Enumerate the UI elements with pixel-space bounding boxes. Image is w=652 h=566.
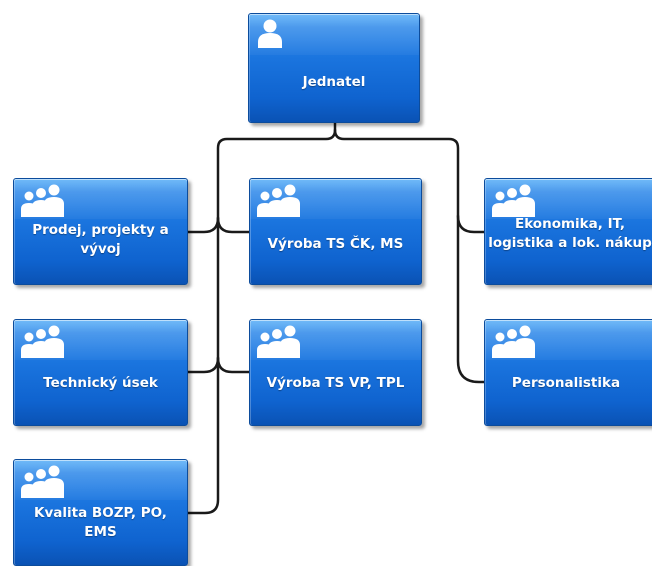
node-vyroba-ts-vp-tpl[interactable]: Výroba TS VP, TPL — [249, 319, 422, 426]
node-label: Prodej, projekty a vývoj — [32, 222, 169, 257]
node-label: Výroba TS ČK, MS — [267, 236, 404, 252]
group-icon — [20, 464, 66, 502]
node-label: Kvalita BOZP, PO, EMS — [34, 505, 167, 540]
node-kvalita-bozp-po-ems[interactable]: Kvalita BOZP, PO, EMS — [13, 459, 188, 566]
group-icon — [491, 324, 537, 362]
connector-right-trunk — [333, 128, 486, 384]
node-label: Technický úsek — [43, 375, 158, 391]
node-prodej-projekty-vyvoj[interactable]: Prodej, projekty a vývoj — [13, 178, 188, 285]
node-jednatel[interactable]: Jednatel — [248, 13, 420, 123]
node-label: Jednatel — [302, 74, 366, 90]
node-vyroba-ts-ck-ms[interactable]: Výroba TS ČK, MS — [249, 178, 422, 285]
group-icon — [20, 183, 66, 221]
group-icon — [20, 324, 66, 362]
person-icon — [255, 18, 285, 52]
connector-to-technicky — [186, 356, 220, 374]
group-icon — [256, 183, 302, 221]
connector-to-vyroba-ck — [216, 216, 251, 234]
connector-to-vyroba-vp — [216, 356, 251, 374]
node-ekonomika-it-logistika[interactable]: Ekonomika, IT, logistika a lok. nákup — [484, 178, 652, 285]
group-icon — [491, 183, 537, 221]
node-personalistika[interactable]: Personalistika — [484, 319, 652, 426]
node-technicky-usek[interactable]: Technický úsek — [13, 319, 188, 426]
connector-to-ekonomika — [456, 214, 486, 234]
group-icon — [256, 324, 302, 362]
connector-stem — [186, 121, 337, 515]
node-label: Personalistika — [511, 375, 621, 391]
connector-to-prodej — [186, 216, 220, 234]
node-label: Výroba TS VP, TPL — [266, 375, 405, 391]
node-label: Ekonomika, IT, logistika a lok. nákup — [488, 216, 652, 251]
